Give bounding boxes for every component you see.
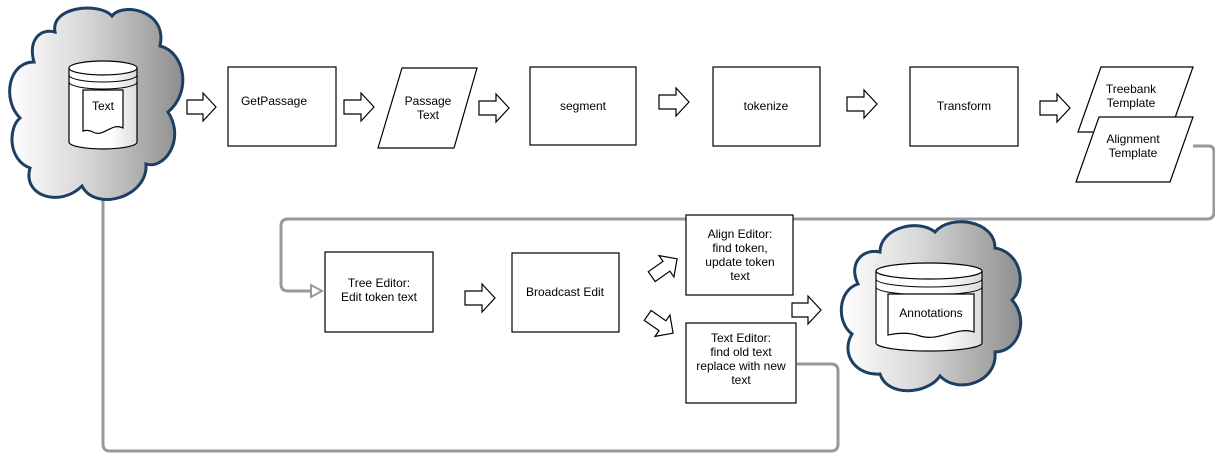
tokenize-node: tokenize xyxy=(712,66,821,147)
transform-node: Transform xyxy=(909,66,1019,147)
text-editor-label-line1: Text Editor: xyxy=(711,331,771,345)
align-editor-label-line1: Align Editor: xyxy=(708,227,773,241)
annotations-database-icon: Annotations xyxy=(875,262,983,352)
align-editor-label-line4: text xyxy=(730,269,750,283)
align-editor-label-line2: find token, xyxy=(712,241,767,255)
treebank-template-label-line2: Template xyxy=(1107,96,1156,110)
right-arrow-icon xyxy=(186,91,217,123)
right-arrow-icon xyxy=(478,92,510,124)
broadcast-edit-label: Broadcast Edit xyxy=(526,285,605,299)
text-database-icon: Text xyxy=(68,60,138,150)
right-arrow-icon xyxy=(464,282,496,314)
alignment-template-label-line1: Alignment xyxy=(1106,132,1160,146)
right-arrow-icon xyxy=(658,86,690,118)
diagonal-up-arrow-icon xyxy=(647,254,678,283)
passage-text-label-line1: Passage xyxy=(405,94,452,108)
text-editor-node: Text Editor: find old text replace with … xyxy=(685,322,797,404)
align-editor-node: Align Editor: find token, update token t… xyxy=(685,214,794,296)
text-editor-label-line2: find old text xyxy=(710,345,772,359)
tree-editor-label-line2: Edit token text xyxy=(341,290,418,304)
tree-editor-label-line1: Tree Editor: xyxy=(348,276,410,290)
passage-text-label-line2: Text xyxy=(417,108,440,122)
tree-editor-node: Tree Editor: Edit token text xyxy=(324,251,434,333)
transform-label: Transform xyxy=(937,99,991,113)
tokenize-label: tokenize xyxy=(744,99,789,113)
right-arrow-icon xyxy=(343,91,375,123)
get-passage-node: GetPassage xyxy=(227,66,337,147)
broadcast-edit-node: Broadcast Edit xyxy=(511,252,620,333)
alignment-template-label-line2: Template xyxy=(1109,146,1158,160)
text-editor-label-line4: text xyxy=(731,373,751,387)
right-arrow-icon xyxy=(846,88,878,120)
segment-node: segment xyxy=(529,66,637,146)
right-arrow-icon xyxy=(1039,92,1071,124)
text-database-label: Text xyxy=(92,99,115,113)
passage-text-node: Passage Text xyxy=(377,67,478,149)
diagonal-down-arrow-icon xyxy=(643,309,674,338)
segment-label: segment xyxy=(560,99,607,113)
align-editor-label-line3: update token xyxy=(705,255,774,269)
text-editor-label-line3: replace with new xyxy=(696,359,786,373)
alignment-template-node: Alignment Template xyxy=(1075,116,1194,183)
treebank-template-label-line1: Treebank xyxy=(1106,82,1157,96)
right-arrow-icon xyxy=(791,294,822,326)
annotations-database-label: Annotations xyxy=(899,306,962,320)
get-passage-label: GetPassage xyxy=(241,94,307,108)
